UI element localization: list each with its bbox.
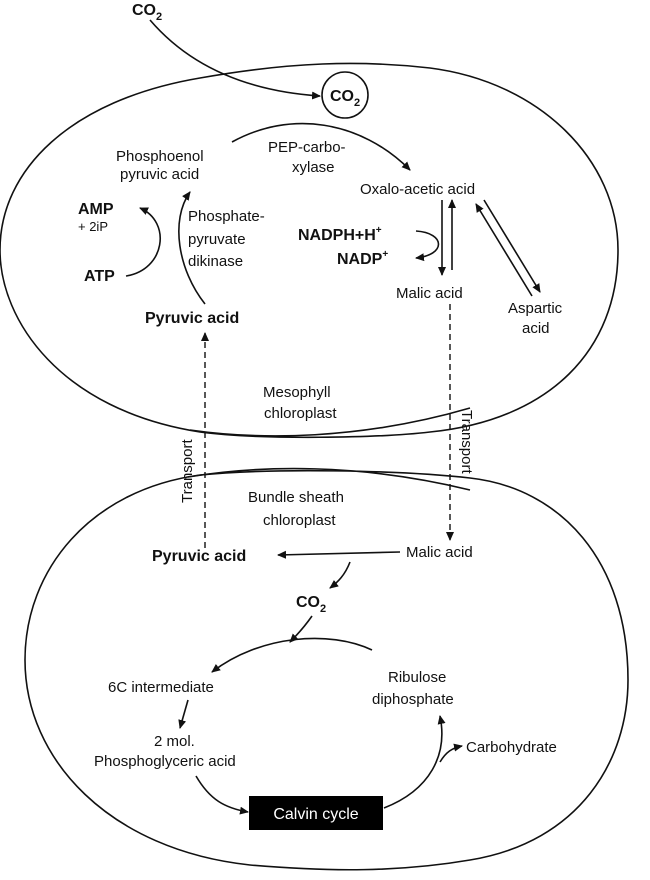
carbohydrate-branch-arrow: [439, 743, 463, 763]
pep-carboxylase-label: PEP-carbo-: [268, 139, 346, 156]
co2-circle: [321, 71, 369, 119]
calvin-cycle-box: [249, 796, 383, 830]
nadp-label: NADP+: [337, 249, 388, 268]
co2-circle-label: CO2: [330, 88, 360, 109]
aspartic-acid-label-2: acid: [522, 320, 550, 337]
nadph-oxidation-arc: [415, 230, 440, 262]
malic-acid-bundle-label: Malic acid: [406, 544, 473, 561]
dikinase-label-2: pyruvate: [188, 231, 246, 248]
pyruvic-acid-mesophyll-label: Pyruvic acid: [145, 310, 239, 327]
pyruvate-to-pep-arrow: [178, 191, 206, 305]
mesophyll-chloroplast-label: Mesophyll: [263, 384, 331, 401]
atp-label: ATP: [84, 268, 115, 285]
bundle-sheath-chloroplast-label: Bundle sheath: [248, 489, 344, 506]
pep-acid-label-2: pyruvic acid: [120, 166, 199, 183]
oxaloacetate-to-aspartate-arrow: [483, 199, 541, 293]
dikinase-label-3: dikinase: [188, 253, 243, 270]
nadph-label: NADPH+H+: [298, 225, 382, 244]
co2-bundle-label: CO2: [296, 594, 326, 615]
co2-atmospheric-label: CO2: [132, 2, 162, 23]
malate-to-pyruvate-arrow: [277, 550, 401, 559]
co2-entry-arrow: [149, 19, 321, 100]
transport-left-label: Transport: [179, 439, 196, 503]
malic-acid-mesophyll-label: Malic acid: [396, 285, 463, 302]
pep-acid-label: Phosphoenol: [116, 148, 204, 165]
oxaloacetic-acid-label: Oxalo-acetic acid: [360, 181, 475, 198]
malate-decarboxylation-arrow: [329, 561, 351, 589]
cell-junction-top: [189, 407, 471, 437]
intermediate-label: 6C intermediate: [108, 679, 214, 696]
ribulose-to-intermediate-arc: [211, 637, 373, 673]
bundle-sheath-chloroplast-label-2: chloroplast: [263, 512, 336, 529]
transport-right-label: Transport: [458, 410, 475, 474]
atp-to-amp-arc: [125, 207, 161, 277]
aspartate-to-oxaloacetate-arrow: [475, 203, 533, 297]
mesophyll-cell-outline: [0, 62, 619, 439]
calvin-cycle-label: Calvin cycle: [273, 806, 358, 823]
pga-label-2: Phosphoglyceric acid: [94, 753, 236, 770]
pep-carboxylase-label-2: xylase: [292, 159, 335, 176]
amp-label: AMP: [78, 201, 114, 218]
ribulose-label: Ribulose: [388, 669, 446, 686]
dikinase-label: Phosphate-: [188, 208, 265, 225]
ribulose-label-2: diphosphate: [372, 691, 454, 708]
aspartic-acid-label: Aspartic: [508, 300, 563, 317]
amp-label-2: + 2iP: [78, 219, 108, 234]
intermediate-to-pga-arrow: [178, 699, 189, 729]
pga-to-calvin-arc: [195, 775, 249, 815]
cell-junction-bottom: [187, 467, 471, 491]
pga-label: 2 mol.: [154, 733, 195, 750]
pyruvic-acid-bundle-label: Pyruvic acid: [152, 548, 246, 565]
bundle-sheath-cell-outline: [24, 469, 629, 871]
carbohydrate-label: Carbohydrate: [466, 739, 557, 756]
mesophyll-chloroplast-label-2: chloroplast: [264, 405, 337, 422]
pep-to-oxaloacetate-arrow: [231, 122, 411, 171]
calvin-to-ribulose-arc: [383, 715, 446, 809]
